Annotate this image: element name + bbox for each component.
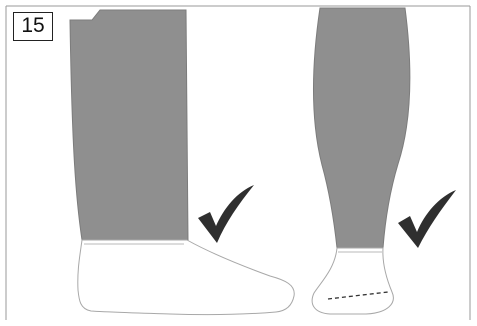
front-view-sleeve <box>314 8 410 248</box>
side-view-sleeve <box>70 10 188 240</box>
front-view-leg <box>312 8 410 314</box>
side-view-foot <box>78 240 294 315</box>
side-view-leg <box>70 10 294 315</box>
checkmark-icon <box>198 185 254 243</box>
front-view-foot <box>312 248 393 314</box>
checkmark-icon <box>398 190 456 248</box>
step-number-label: 15 <box>13 12 53 41</box>
